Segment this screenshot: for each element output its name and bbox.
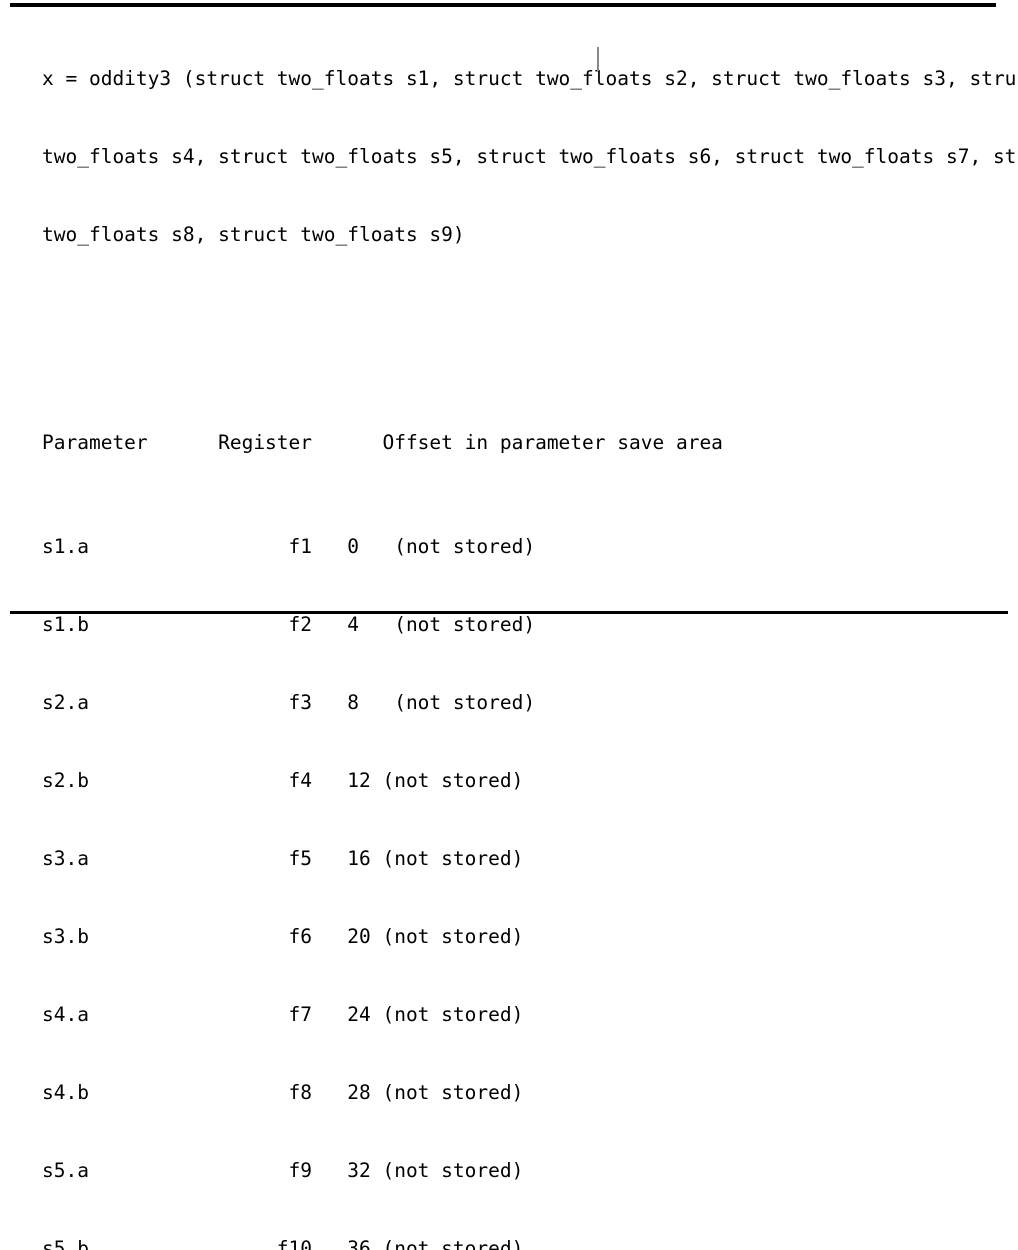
table-row: s2.a f3 8 (not stored) [42, 691, 536, 714]
top-horizontal-rule [10, 3, 996, 7]
table-row: s2.b f4 12 (not stored) [42, 769, 524, 792]
declaration-line-2: two_floats s4, struct two_floats s5, str… [42, 145, 1018, 168]
table-row: s1.a f1 0 (not stored) [42, 535, 536, 558]
monospace-code-block: x = oddity3 (struct two_floats s1, struc… [42, 14, 1018, 1250]
code-listing-figure: x = oddity3 (struct two_floats s1, struc… [10, 3, 1018, 1250]
table-row: s4.a f7 24 (not stored) [42, 1003, 524, 1026]
blank-separator-line [42, 326, 992, 352]
bottom-horizontal-rule [10, 611, 1008, 614]
declaration-line-3: two_floats s8, struct two_floats s9) [42, 223, 465, 246]
text-caret [597, 47, 599, 71]
table-row: s5.a f9 32 (not stored) [42, 1159, 524, 1182]
table-header-row: Parameter Register Offset in parameter s… [42, 431, 723, 454]
table-row: s4.b f8 28 (not stored) [42, 1081, 524, 1104]
declaration-line-1: x = oddity3 (struct two_floats s1, struc… [42, 67, 1018, 90]
table-row: s1.b f2 4 (not stored) [42, 613, 536, 636]
table-row: s3.a f5 16 (not stored) [42, 847, 524, 870]
table-row: s3.b f6 20 (not stored) [42, 925, 524, 948]
table-row: s5.b f10 36 (not stored) [42, 1237, 524, 1250]
